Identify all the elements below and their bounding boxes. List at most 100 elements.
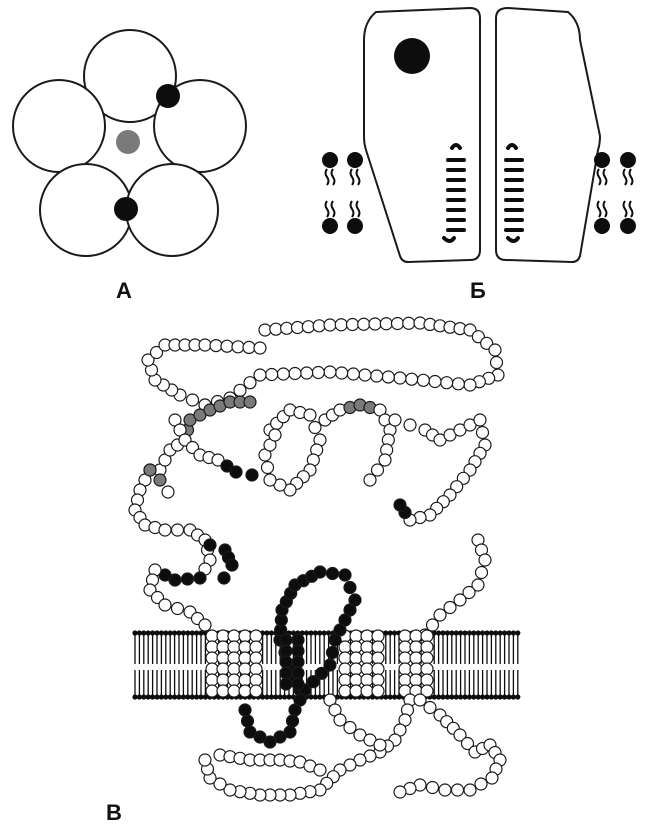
lipid-head — [322, 218, 338, 234]
residue-bead — [250, 685, 262, 697]
residue-bead — [324, 366, 336, 378]
residue-bead — [239, 674, 251, 686]
residue-bead — [250, 652, 262, 664]
residue-bead — [228, 663, 240, 675]
residue-bead — [361, 685, 373, 697]
residue-bead — [206, 685, 218, 697]
residue-bead — [361, 652, 373, 664]
residue-bead — [427, 782, 439, 794]
residue-bead — [302, 321, 314, 333]
residue-bead — [281, 322, 293, 334]
lipid-head — [594, 218, 610, 234]
residue-bead — [314, 764, 326, 776]
subunit-circle — [13, 80, 105, 172]
residue-bead — [254, 369, 266, 381]
residue-bead — [421, 641, 433, 653]
residue-bead — [421, 652, 433, 664]
residue-bead — [329, 634, 341, 646]
residue-bead — [243, 341, 255, 353]
residue-bead — [372, 663, 384, 675]
residue-bead — [439, 784, 451, 796]
residue-bead — [399, 641, 411, 653]
residue-bead — [399, 652, 411, 664]
residue-bead — [324, 319, 336, 331]
residue-bead — [371, 370, 383, 382]
residue-bead — [336, 367, 348, 379]
residue-bead — [217, 652, 229, 664]
residue-bead — [350, 641, 362, 653]
binding-site — [114, 197, 138, 221]
residue-bead — [403, 317, 415, 329]
cell-nucleus — [394, 38, 430, 74]
residue-bead — [464, 379, 476, 391]
residue-bead — [399, 630, 411, 642]
residue-bead — [250, 641, 262, 653]
residue-bead — [154, 474, 166, 486]
residue-bead — [144, 464, 156, 476]
residue-bead — [452, 784, 464, 796]
residue-bead — [228, 652, 240, 664]
residue-bead — [339, 569, 351, 581]
residue-bead — [424, 702, 436, 714]
residue-bead — [280, 645, 292, 657]
residue-bead — [361, 674, 373, 686]
residue-bead — [194, 572, 206, 584]
lipid-tail — [351, 169, 360, 185]
residue-bead — [427, 619, 439, 631]
lipid-tail — [326, 201, 335, 217]
membrane-head — [515, 630, 520, 635]
residue-bead — [410, 630, 422, 642]
residue-bead — [479, 554, 491, 566]
cell-right — [496, 8, 600, 262]
residue-bead — [359, 369, 371, 381]
residue-bead — [217, 663, 229, 675]
residue-bead — [434, 609, 446, 621]
residue-bead — [239, 630, 251, 642]
residue-bead — [489, 344, 501, 356]
residue-bead — [394, 499, 406, 511]
residue-bead — [239, 652, 251, 664]
residue-bead — [404, 419, 416, 431]
residue-bead — [206, 630, 218, 642]
pore-center — [116, 130, 140, 154]
residue-bead — [464, 784, 476, 796]
residue-bead — [313, 320, 325, 332]
residue-bead — [410, 641, 422, 653]
residue-bead — [369, 318, 381, 330]
residue-bead — [270, 323, 282, 335]
residue-bead — [280, 667, 292, 679]
residue-bead — [280, 678, 292, 690]
residue-bead — [380, 318, 392, 330]
residue-bead — [476, 567, 488, 579]
lipid-head — [620, 218, 636, 234]
residue-bead — [372, 674, 384, 686]
residue-bead — [309, 422, 321, 434]
residue-bead — [159, 524, 171, 536]
residue-bead — [350, 685, 362, 697]
residue-bead — [347, 368, 359, 380]
residue-bead — [244, 726, 256, 738]
residue-bead — [429, 376, 441, 388]
residue-bead — [232, 341, 244, 353]
residue-bead — [441, 377, 453, 389]
residue-bead — [159, 599, 171, 611]
residue-bead — [280, 656, 292, 668]
residue-bead — [421, 630, 433, 642]
residue-bead — [289, 704, 301, 716]
binding-site — [156, 84, 180, 108]
residue-bead — [327, 568, 339, 580]
residue-bead — [392, 318, 404, 330]
residue-bead — [491, 357, 503, 369]
residue-bead — [277, 368, 289, 380]
residue-bead — [292, 322, 304, 334]
residue-bead — [344, 582, 356, 594]
residue-bead — [335, 319, 347, 331]
residue-bead — [280, 634, 292, 646]
residue-bead — [474, 414, 486, 426]
residue-bead — [218, 572, 230, 584]
residue-bead — [250, 663, 262, 675]
residue-bead — [242, 715, 254, 727]
residue-bead — [244, 377, 256, 389]
residue-bead — [182, 573, 194, 585]
